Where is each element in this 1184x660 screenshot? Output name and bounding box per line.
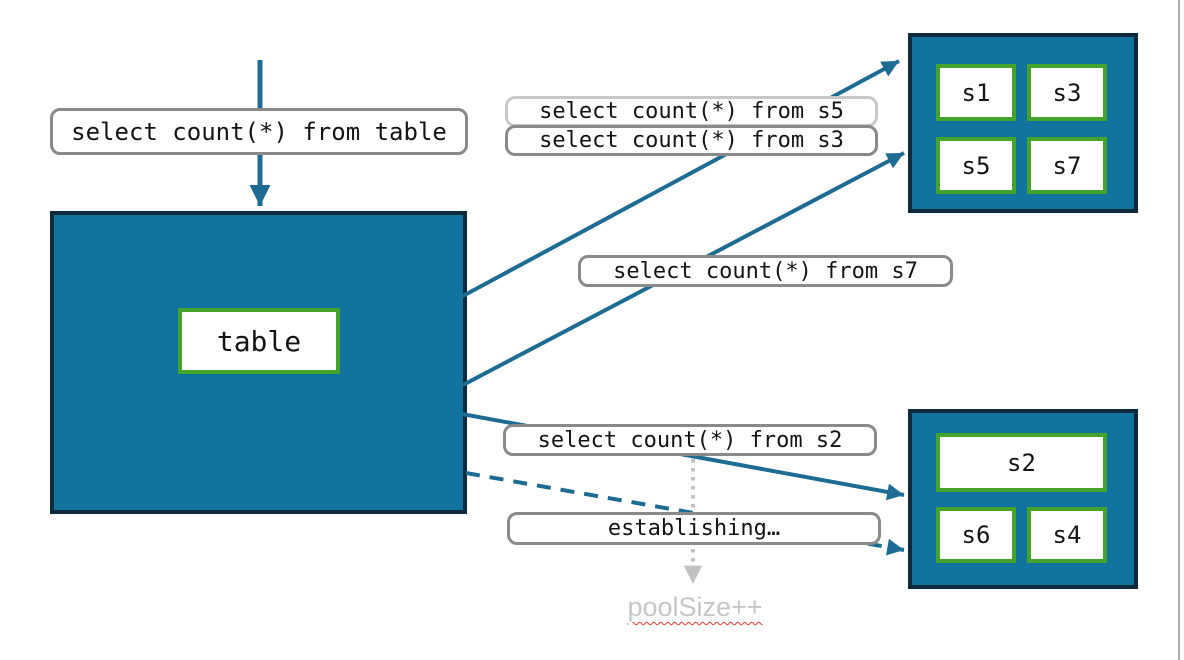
shard-s3: s3 bbox=[1027, 64, 1107, 121]
table-node: table bbox=[178, 308, 340, 374]
query-label-from-table: select count(*) from table bbox=[50, 108, 468, 155]
shard-s7: s7 bbox=[1027, 137, 1107, 194]
shard-s5: s5 bbox=[936, 137, 1016, 194]
query-label-from-s3: select count(*) from s3 bbox=[505, 125, 878, 156]
query-label-from-s5: select count(*) from s5 bbox=[505, 96, 878, 127]
shard-s6: s6 bbox=[936, 507, 1016, 563]
shard-s1: s1 bbox=[936, 64, 1016, 121]
query-label-establishing: establishing… bbox=[507, 512, 881, 545]
query-label-from-s2: select count(*) from s2 bbox=[503, 424, 877, 456]
shard-s4: s4 bbox=[1027, 507, 1107, 563]
poolsize-note: poolSize++ bbox=[627, 592, 763, 622]
slide-right-edge-line bbox=[1178, 0, 1180, 660]
shard-s2: s2 bbox=[936, 433, 1107, 492]
query-label-from-s7: select count(*) from s7 bbox=[578, 255, 953, 287]
